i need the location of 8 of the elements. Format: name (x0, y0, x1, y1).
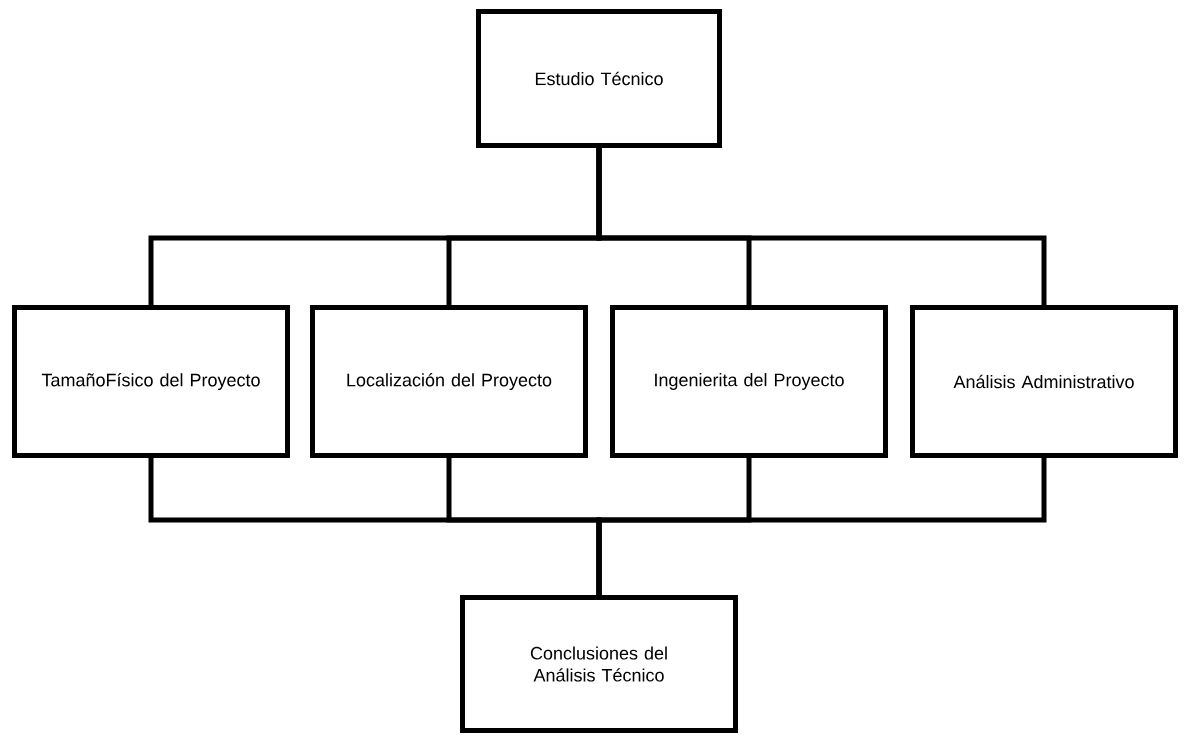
connector-line (596, 458, 1047, 595)
connector-line (596, 148, 1047, 305)
process-box: Localización del Proyecto (310, 305, 588, 458)
process-box: Estudio Técnico (476, 9, 722, 148)
process-box: Análisis Administrativo (910, 305, 1178, 458)
process-box: Ingenierita del Proyecto (610, 305, 888, 458)
process-box: TamañoFísico del Proyecto (12, 305, 290, 458)
process-box: Conclusiones del Análisis Técnico (460, 595, 738, 733)
